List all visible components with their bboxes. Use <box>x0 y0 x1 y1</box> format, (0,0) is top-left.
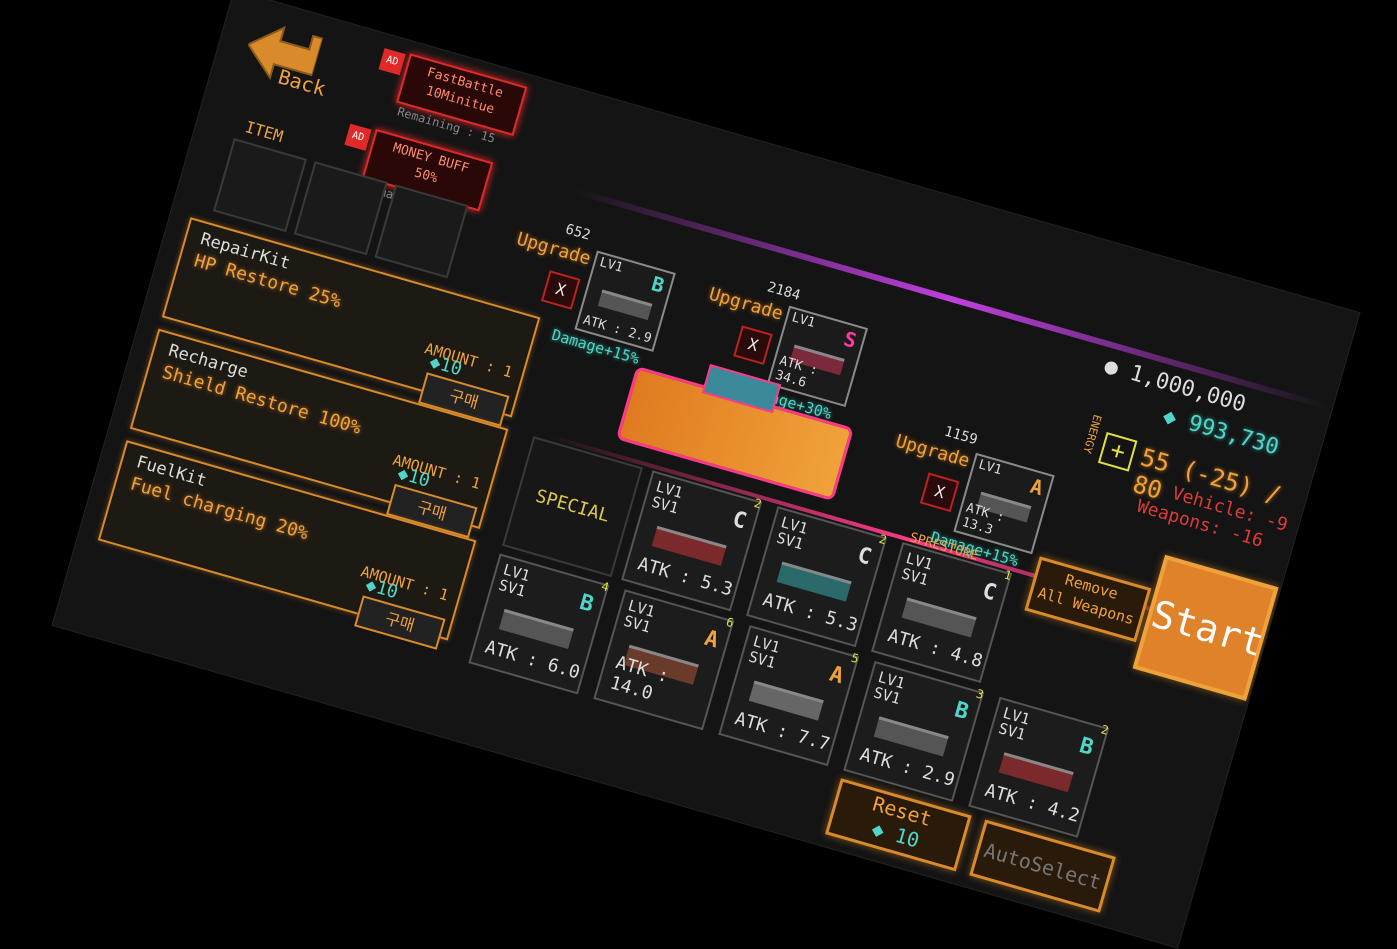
weapon-count: 4 <box>599 579 611 595</box>
weapon-rank: B <box>1076 733 1097 761</box>
weapon-rank: A <box>826 661 847 690</box>
upgrade-cost: 652 <box>563 221 593 244</box>
weapon-count: 2 <box>877 531 889 548</box>
unequip-top-button[interactable]: X <box>733 325 773 365</box>
energy-label: ENERGY <box>1080 413 1104 455</box>
weapon-count: 2 <box>1099 722 1111 738</box>
back-button[interactable]: Back <box>237 16 372 116</box>
weapon-count: 3 <box>974 686 986 702</box>
weapon-count: 6 <box>724 614 736 631</box>
gem-icon: ◆ <box>869 816 888 843</box>
start-button[interactable]: Start <box>1132 554 1279 701</box>
autoselect-button[interactable]: AutoSelect <box>969 819 1116 913</box>
weapon-count: 1 <box>1002 567 1014 584</box>
add-energy-button[interactable]: + <box>1097 432 1138 472</box>
remove-all-weapons-button[interactable]: Remove All Weapons <box>1024 556 1152 643</box>
weapon-level: LV1 <box>976 457 1004 479</box>
weapon-rank: C <box>729 506 750 535</box>
weapon-rank: A <box>1027 473 1046 501</box>
item-desc: Fuel charging 20% <box>127 473 311 545</box>
weapon-level: LV1 <box>597 255 625 276</box>
unequip-right-button[interactable]: X <box>919 472 960 513</box>
neon-streak <box>571 187 1333 412</box>
back-arrow-icon <box>246 25 324 81</box>
weapon-rank: B <box>951 697 972 726</box>
coin-icon: ● <box>1101 353 1122 382</box>
item-desc: Shield Restore 100% <box>159 361 364 439</box>
game-screen: Back AD FastBattle 10Minitue Remaining :… <box>51 0 1361 949</box>
ad-icon: AD <box>378 48 406 76</box>
back-label: Back <box>275 64 329 101</box>
unequip-left-button[interactable]: X <box>540 270 581 310</box>
weapon-rank: S <box>841 326 860 353</box>
weapon-rank: C <box>854 542 875 571</box>
ad-icon: AD <box>344 123 372 151</box>
weapon-rank: C <box>979 578 1000 607</box>
weapon-level: LV1 <box>790 310 817 332</box>
weapon-rank: B <box>576 589 597 618</box>
gem-icon: ◆ <box>1160 403 1180 432</box>
weapon-rank: A <box>701 625 722 654</box>
weapon-count: 5 <box>849 650 861 667</box>
item-slot[interactable] <box>212 138 307 233</box>
weapon-icon <box>597 289 653 321</box>
weapon-count: 2 <box>752 495 764 512</box>
weapon-rank: B <box>648 271 668 298</box>
